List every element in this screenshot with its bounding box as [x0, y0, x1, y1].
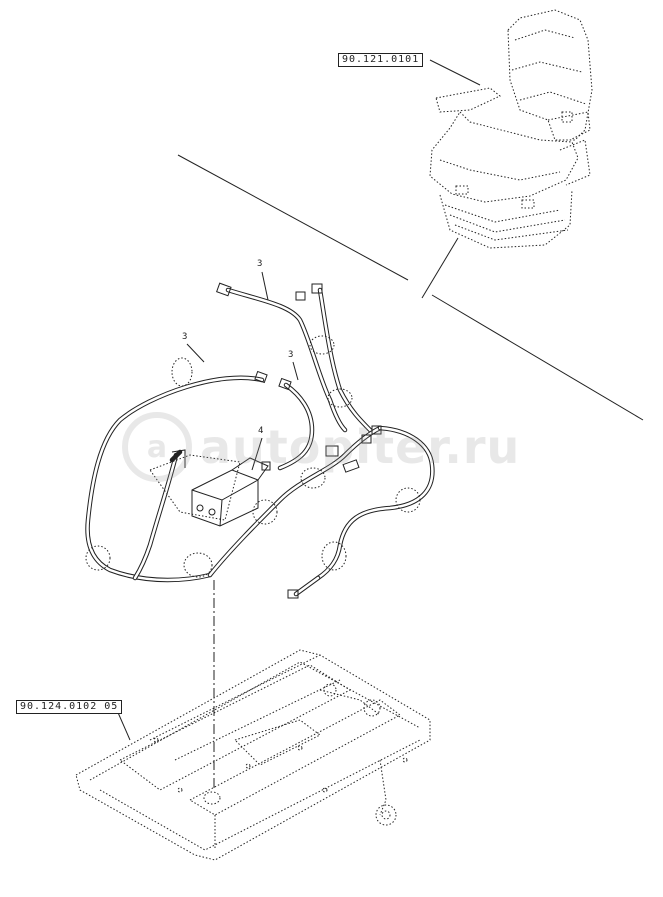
seat-outline — [429, 9, 593, 249]
seat-base-outline — [75, 649, 431, 861]
section-divider — [177, 154, 644, 421]
hose-assembly — [85, 282, 435, 599]
callout-left-hose: 3 — [182, 332, 188, 342]
valve-block — [149, 449, 269, 527]
callout-middle-hose: 3 — [288, 350, 294, 360]
callout-top-hose: 3 — [257, 259, 263, 269]
seat-base-reference-label: 90.124.0102 05 — [16, 700, 123, 714]
callout-valve: 4 — [258, 426, 264, 436]
seat-reference-label: 90.121.0101 — [338, 53, 424, 67]
